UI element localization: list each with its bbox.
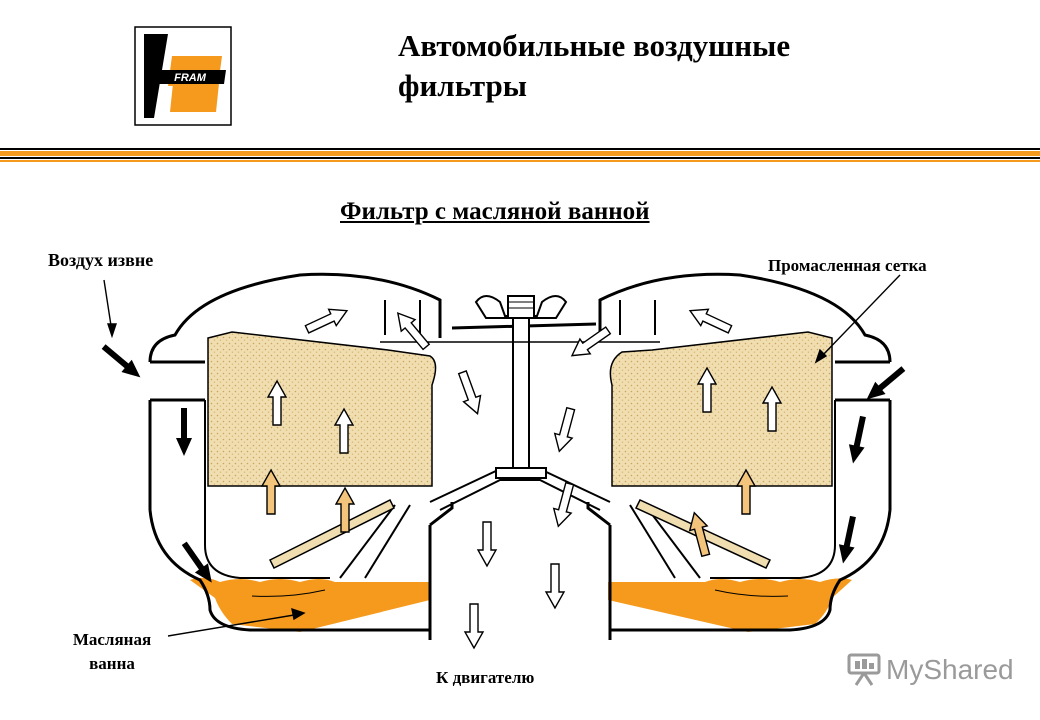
oil-bath-left [190,577,430,632]
label-oil-bath: Масляная ванна [58,628,166,676]
oil-bath-right [608,578,852,632]
presentation-icon [847,653,881,686]
title-line-1: Автомобильные воздушные [398,28,791,63]
label-oil-bath-line-2: ванна [89,654,135,673]
fram-logo: FRAM [134,26,232,126]
oiled-mesh-right [609,331,833,487]
page-title: Автомобильные воздушные фильтры [398,26,958,106]
label-oil-bath-line-1: Масляная [72,630,152,649]
header-divider [0,148,1040,162]
diagram-title: Фильтр с масляной ванной [340,198,650,225]
watermark-text: MyShared [886,654,1014,685]
label-to-engine: К двигателю [436,668,535,687]
label-oiled-mesh: Промасленная сетка [768,256,927,275]
watermark: MyShared [846,652,1014,688]
title-line-2: фильтры [398,68,527,103]
label-air-in: Воздух извне [48,250,154,270]
oiled-mesh-left [207,331,437,487]
logo-text: FRAM [174,72,207,84]
